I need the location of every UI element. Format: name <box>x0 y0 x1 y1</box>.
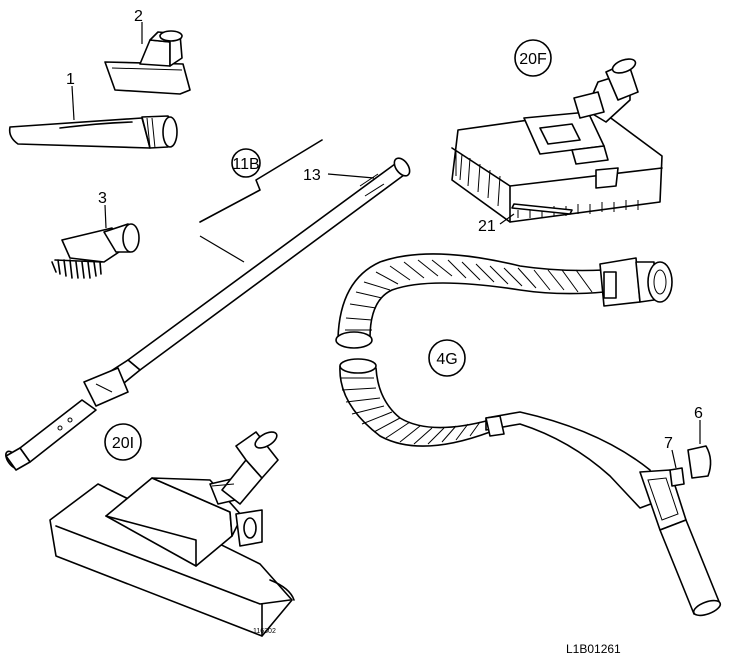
svg-text:4G: 4G <box>436 351 457 368</box>
label-2: 2 <box>134 8 143 25</box>
callout-11b: 11B <box>231 148 261 178</box>
floor-nozzle-20f <box>451 58 663 223</box>
svg-text:20F: 20F <box>519 51 547 68</box>
dusting-brush <box>51 223 140 279</box>
label-13: 13 <box>303 167 321 184</box>
hose-clip-small <box>669 467 685 487</box>
svg-text:11B: 11B <box>232 156 259 173</box>
label-3: 3 <box>98 190 107 207</box>
drawing-reference: L1B01261 <box>566 642 621 656</box>
crevice-tool <box>8 115 178 149</box>
callout-20f: 20F <box>514 39 552 77</box>
telescopic-tube <box>5 157 411 471</box>
label-6: 6 <box>694 405 703 422</box>
callout-4g: 4G <box>428 339 466 377</box>
svg-text:20I: 20I <box>112 435 134 452</box>
floor-nozzle-20i <box>49 431 295 637</box>
label-21: 21 <box>478 218 496 235</box>
label-1: 1 <box>66 71 75 88</box>
nozzle-print-code: 116302 <box>253 628 276 635</box>
brush-strip <box>511 203 573 215</box>
callout-20i: 20I <box>104 423 142 461</box>
label-7: 7 <box>664 435 673 452</box>
upholstery-nozzle <box>104 30 191 95</box>
hose-clip-large <box>687 445 712 479</box>
